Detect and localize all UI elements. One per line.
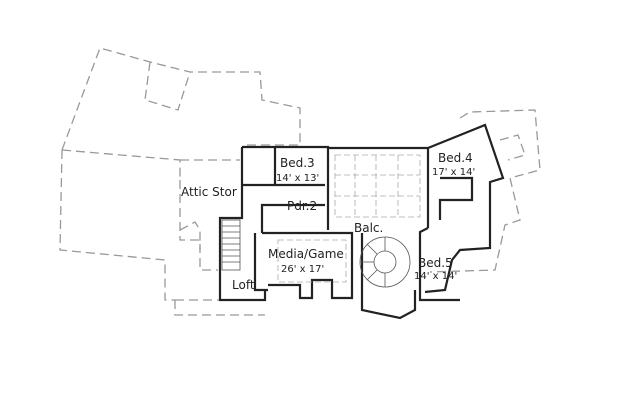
roof-outline-right (429, 109, 541, 273)
room-label-attic-stor: Attic Stor (181, 185, 237, 199)
room-size-bed4: 17' x 14' (432, 167, 475, 178)
walls (218, 123, 505, 320)
roof-outline-left (59, 47, 301, 316)
spiral-stair (359, 236, 411, 288)
room-label-pdr2: Pdr.2 (287, 199, 317, 213)
room-size-bed5: 14' x 14' (414, 271, 457, 282)
room-label-bed3: Bed.3 (280, 156, 315, 170)
room-label-bed5: Bed.5 (418, 256, 453, 270)
ceiling-grid (334, 154, 421, 218)
room-label-bed4: Bed.4 (438, 151, 473, 165)
room-label-media-game: Media/Game (268, 247, 344, 261)
media-ceiling (277, 239, 347, 283)
room-label-loft: Loft (232, 278, 255, 292)
room-label-balc: Balc. (354, 221, 383, 235)
room-size-bed3: 14' x 13' (276, 173, 319, 184)
room-size-media-game: 26' x 17' (281, 264, 324, 275)
straight-stair (221, 219, 241, 271)
